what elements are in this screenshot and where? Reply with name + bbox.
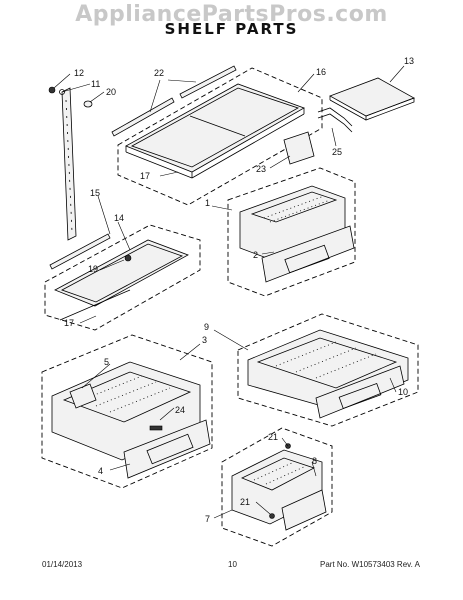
callout-21-upper: 21 (268, 432, 278, 442)
callout-7: 7 (205, 514, 210, 524)
shelf-bracket-25 (317, 107, 353, 133)
callout-25: 25 (332, 147, 342, 157)
callout-23: 23 (256, 164, 266, 174)
group-box-drawer-7 (221, 427, 333, 547)
callout-24: 24 (175, 405, 185, 415)
group-box-shelf-16 (117, 67, 323, 206)
callout-21-lower: 21 (240, 497, 250, 507)
callout-15: 15 (90, 188, 100, 198)
callout-2: 2 (253, 250, 258, 260)
callout-12: 12 (74, 68, 84, 78)
large-drawer-3 (51, 361, 211, 479)
glass-shelf-16 (125, 83, 305, 179)
wide-drawer-9 (247, 329, 409, 419)
callout-10: 10 (398, 387, 408, 397)
group-box-drawer-9 (237, 313, 419, 427)
callout-17-lower: 17 (64, 318, 74, 328)
shelf-rails (111, 65, 237, 137)
vertical-support-rail (48, 86, 93, 241)
callout-13: 13 (404, 56, 414, 66)
callout-22: 22 (154, 68, 164, 78)
callout-4: 4 (98, 466, 103, 476)
callout-20: 20 (106, 87, 116, 97)
footer-date: 01/14/2013 (42, 560, 83, 569)
group-box-drawer-1 (227, 167, 356, 297)
divider-23 (283, 131, 315, 165)
small-shelf-13 (329, 77, 415, 121)
callout-16: 16 (316, 67, 326, 77)
callout-17-upper: 17 (140, 171, 150, 181)
callout-14: 14 (114, 213, 124, 223)
callout-5: 5 (104, 357, 109, 367)
footer-part-number: Part No. W10573403 Rev. A (320, 560, 420, 569)
callout-8: 8 (312, 456, 317, 466)
callout-1: 1 (205, 198, 210, 208)
small-drawer-7 (231, 443, 327, 531)
glass-shelf-14 (49, 233, 189, 321)
leader-lines (53, 65, 405, 519)
group-box-drawer-3 (41, 334, 213, 489)
callout-labels: 12 11 20 22 16 13 17 25 23 15 14 19 17 1… (64, 56, 414, 524)
footer-page-number: 10 (228, 560, 237, 569)
callout-11: 11 (91, 79, 100, 89)
watermark-text: AppliancePartsPros.com (75, 2, 388, 27)
callout-9: 9 (204, 322, 209, 332)
page-title: SHELF PARTS (164, 20, 299, 38)
callout-3: 3 (202, 335, 207, 345)
group-box-shelf-14 (44, 224, 201, 331)
crisper-drawer-1 (239, 185, 355, 283)
callout-19: 19 (88, 264, 98, 274)
